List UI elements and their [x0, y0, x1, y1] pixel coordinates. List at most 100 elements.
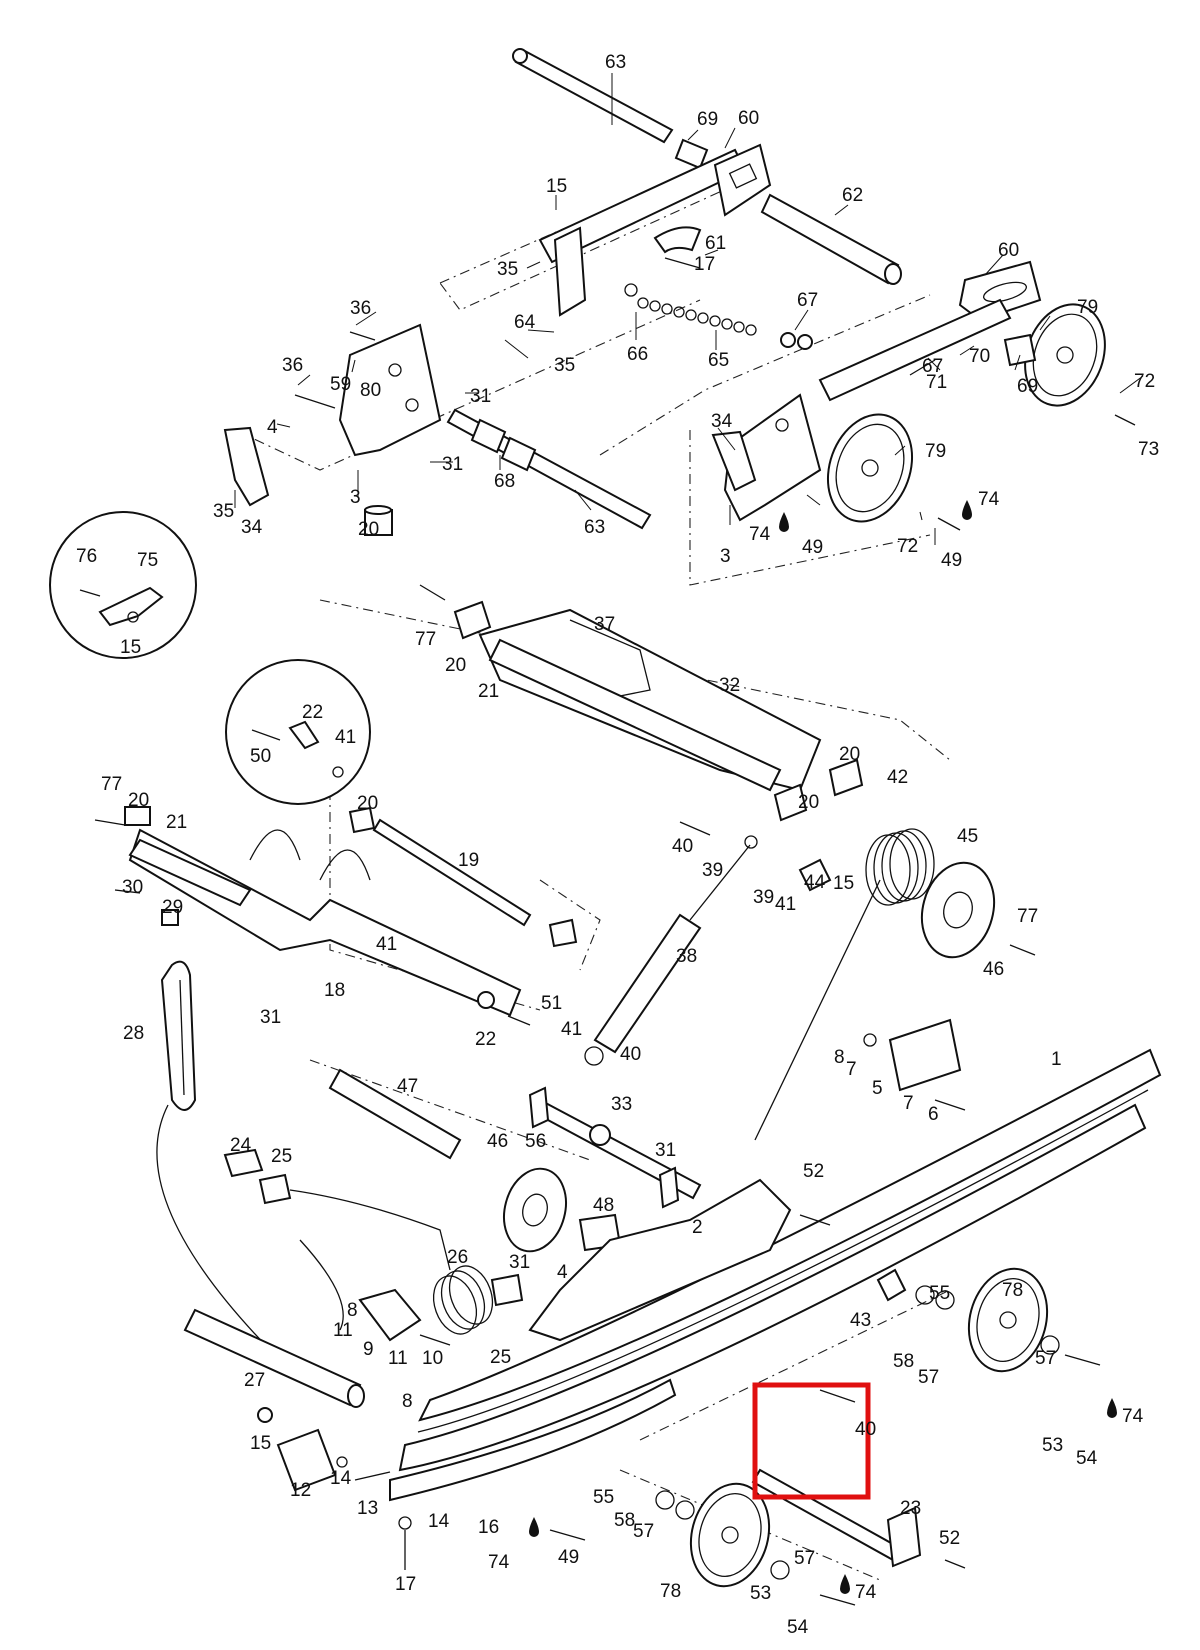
part-label: 25 [271, 1146, 292, 1167]
part-label: 15 [250, 1433, 271, 1454]
front-arm-assembly [223, 48, 1136, 536]
rear-arm-assembly [94, 584, 864, 1026]
part-label: 74 [855, 1582, 877, 1603]
bolt-77-upper [419, 584, 446, 601]
part-label: 10 [422, 1348, 443, 1369]
part-label: 69 [697, 109, 718, 130]
wheel-79-lower [826, 413, 914, 523]
oil-drop-icon [962, 500, 972, 520]
part-label: 6 [928, 1104, 939, 1125]
bushing-20-axle-b [548, 918, 578, 948]
stopper-61 [653, 226, 702, 254]
tube-27 [183, 1308, 362, 1407]
part-label: 67 [922, 356, 943, 377]
part-label: 5 [872, 1078, 883, 1099]
part-label: 53 [750, 1583, 771, 1604]
rail-1 [418, 1048, 1162, 1422]
part-label: 3 [350, 487, 361, 508]
washer-53-left [770, 1560, 790, 1580]
nut-15 [257, 1407, 273, 1423]
part-label: 73 [1138, 439, 1159, 460]
part-label: 74 [1122, 1406, 1144, 1427]
part-label: 34 [241, 517, 263, 538]
part-label: 21 [478, 681, 499, 702]
shock-and-springs [289, 821, 1036, 1335]
part-label: 41 [376, 934, 397, 955]
slide-rail-assembly [389, 1018, 1162, 1502]
bolt-77-lower [94, 819, 126, 826]
part-label: 24 [230, 1135, 252, 1156]
part-label: 79 [925, 441, 946, 462]
part-label: 11 [388, 1348, 408, 1369]
part-label: 80 [360, 380, 381, 401]
side-plate-3-right [723, 393, 822, 522]
part-label: 68 [494, 471, 515, 492]
part-label: 20 [357, 793, 378, 814]
part-label: 9 [363, 1339, 374, 1360]
part-label: 72 [897, 536, 918, 557]
part-label: 29 [162, 897, 183, 918]
part-label: 46 [983, 959, 1004, 980]
part-label: 40 [855, 1419, 876, 1440]
side-plate-3-left [338, 323, 442, 457]
pivot-tube-21-upper [488, 638, 782, 792]
bracket-22 [477, 991, 495, 1009]
part-label: 54 [787, 1617, 809, 1638]
part-label: 67 [797, 290, 818, 311]
part-label: 78 [1002, 1280, 1023, 1301]
washer-53-right [1040, 1335, 1060, 1355]
part-label: 25 [490, 1347, 511, 1368]
rod-63-upper [514, 48, 674, 144]
bolt-54-left [819, 1594, 856, 1606]
part-label: 15 [120, 637, 141, 658]
part-label: 8 [834, 1047, 845, 1068]
bracket-34-right [711, 430, 757, 492]
part-label: 20 [798, 792, 819, 813]
part-label: 74 [978, 489, 1000, 510]
part-label: 32 [719, 675, 740, 696]
part-label: 66 [627, 344, 648, 365]
part-label: 57 [794, 1548, 815, 1569]
axle-19 [372, 818, 532, 927]
bushing-69-left [674, 138, 709, 170]
part-label: 75 [137, 550, 158, 571]
bushing-20-upper-b [828, 758, 864, 797]
routing-arrow-28 [156, 1104, 281, 1361]
idler-wheel-45 [920, 861, 996, 959]
part-label: 52 [939, 1528, 960, 1549]
oil-drop-icon [1107, 1398, 1117, 1418]
bolt-40-lower [819, 1389, 856, 1403]
oil-drop-icon [529, 1517, 539, 1537]
slider-block-12 [276, 1428, 337, 1492]
part-label: 60 [998, 240, 1019, 261]
routing-arrow-27 [299, 1239, 344, 1331]
part-label: 39 [753, 887, 774, 908]
part-label: 20 [839, 744, 860, 765]
part-label: 36 [282, 355, 303, 376]
bushing-69-right [1003, 333, 1037, 367]
rear-arm-32 [478, 608, 822, 792]
bolt-52-upper [799, 1214, 831, 1226]
part-label: 40 [620, 1044, 641, 1065]
part-label: 28 [123, 1023, 144, 1044]
part-label: 54 [1076, 1448, 1098, 1469]
part-label: 49 [802, 537, 823, 558]
part-label: 55 [593, 1487, 614, 1508]
part-label: 31 [260, 1007, 281, 1028]
leader-lines [234, 73, 1144, 545]
shock-38 [593, 913, 702, 1054]
part-label: 4 [557, 1262, 568, 1283]
bolt-40-upper [679, 821, 711, 836]
part-label: 65 [708, 350, 729, 371]
part-label: 4 [267, 417, 278, 438]
part-label: 57 [918, 1367, 939, 1388]
part-label: 20 [128, 790, 149, 811]
part-label: 12 [290, 1480, 311, 1501]
part-label: 70 [969, 346, 990, 367]
bolt-52-lower [944, 1559, 966, 1569]
part-label: 27 [244, 1370, 265, 1391]
torsion-rod-42 [754, 879, 881, 1141]
rail-slider-16 [389, 1378, 677, 1502]
part-label: 56 [525, 1131, 546, 1152]
